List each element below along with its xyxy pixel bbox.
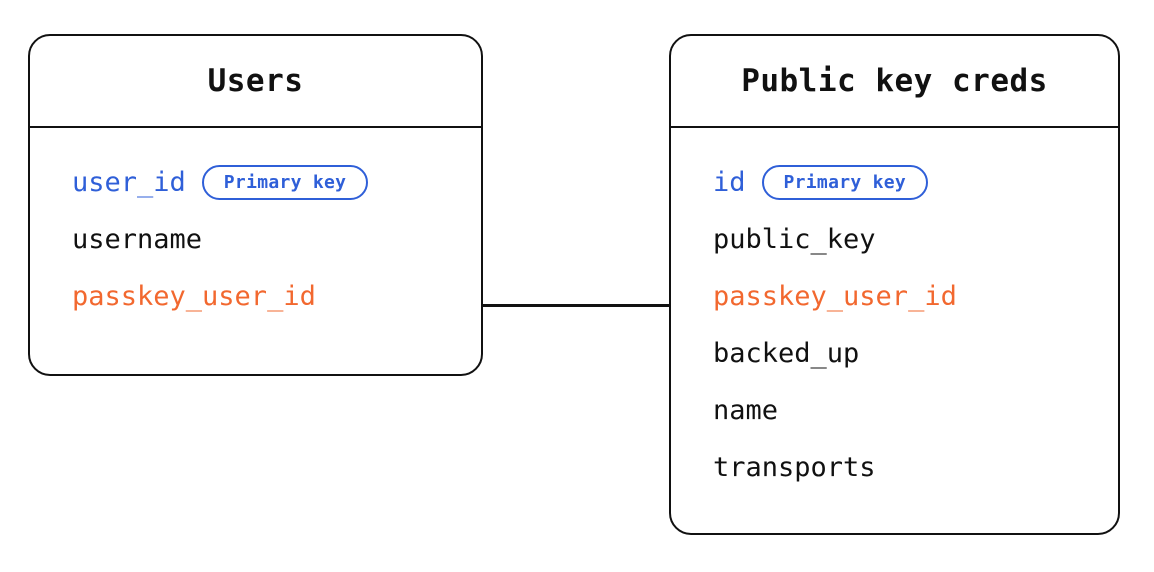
attribute-name-transports: transports <box>713 452 876 483</box>
entity-public-key-creds-header: Public key creds <box>671 36 1118 128</box>
attribute-row-backed-up[interactable]: backed_up <box>671 325 1118 382</box>
primary-key-badge-label: Primary key <box>783 172 907 193</box>
entity-users-title: Users <box>207 63 304 99</box>
entity-users-header: Users <box>30 36 481 128</box>
relationship-connector-users-public-key-creds <box>481 304 671 307</box>
entity-public-key-creds-title: Public key creds <box>741 63 1048 99</box>
attribute-row-username[interactable]: username <box>30 211 481 268</box>
attribute-name-user-id: user_id <box>72 167 186 198</box>
attribute-name-passkey-user-id: passkey_user_id <box>713 281 957 312</box>
attribute-row-name[interactable]: name <box>671 382 1118 439</box>
entity-users-attributes: user_id Primary key username passkey_use… <box>30 128 481 351</box>
attribute-name-name: name <box>713 395 779 426</box>
attribute-row-transports[interactable]: transports <box>671 439 1118 496</box>
attribute-name-id: id <box>713 167 746 198</box>
attribute-row-passkey-user-id[interactable]: passkey_user_id <box>671 268 1118 325</box>
primary-key-badge-label: Primary key <box>223 172 347 193</box>
attribute-name-public-key: public_key <box>713 224 876 255</box>
primary-key-badge-user-id: Primary key <box>201 165 369 200</box>
attribute-name-passkey-user-id: passkey_user_id <box>72 281 316 312</box>
entity-public-key-creds-attributes: id Primary key public_key passkey_user_i… <box>671 128 1118 522</box>
attribute-row-user-id[interactable]: user_id Primary key <box>30 154 481 211</box>
primary-key-badge-id: Primary key <box>761 165 929 200</box>
attribute-row-passkey-user-id[interactable]: passkey_user_id <box>30 268 481 325</box>
attribute-name-backed-up: backed_up <box>713 338 860 369</box>
attribute-row-public-key[interactable]: public_key <box>671 211 1118 268</box>
attribute-name-username: username <box>72 224 203 255</box>
attribute-row-id[interactable]: id Primary key <box>671 154 1118 211</box>
entity-public-key-creds[interactable]: Public key creds id Primary key public_k… <box>669 34 1120 535</box>
entity-users[interactable]: Users user_id Primary key username passk… <box>28 34 483 376</box>
